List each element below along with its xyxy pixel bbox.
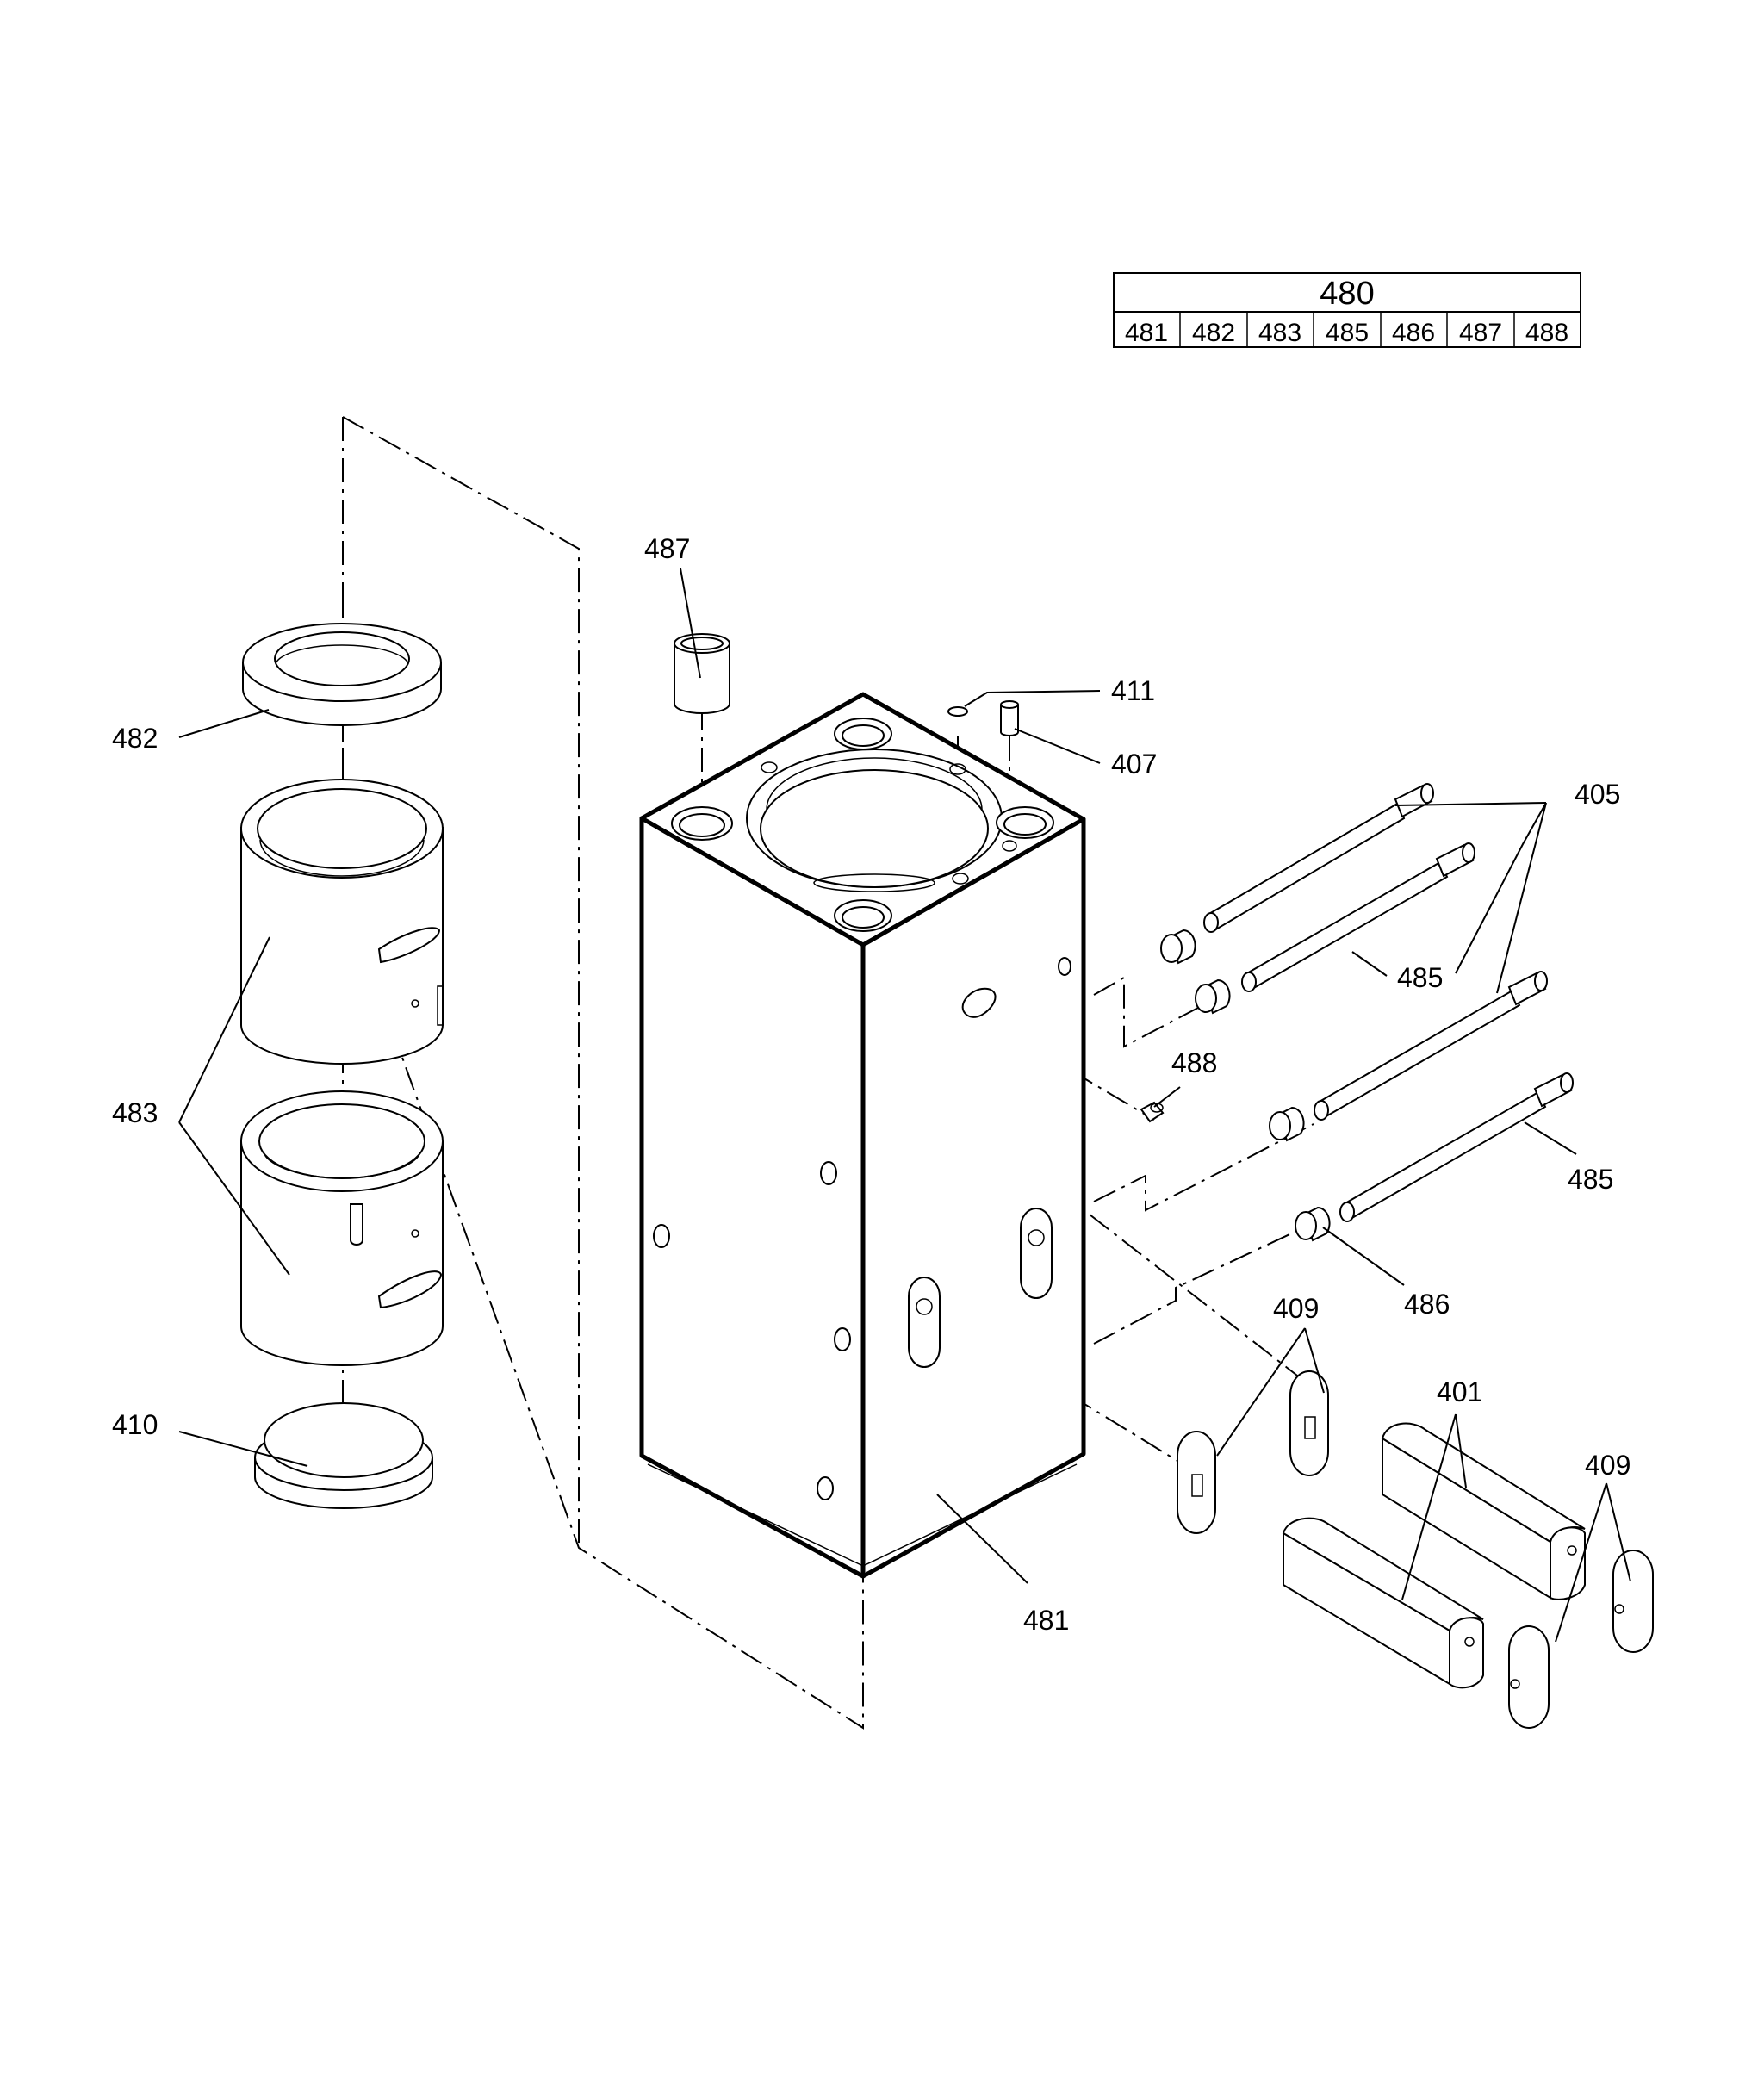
kit-assembly-number: 480 [1320, 276, 1374, 312]
pin-407 [1000, 700, 1019, 736]
guide-block-401-rear [1381, 1422, 1586, 1600]
seal-ring-482 [242, 623, 442, 726]
sleeve-upper-483 [240, 779, 444, 1065]
callout-485-upper: 485 [1397, 962, 1443, 993]
bottom-cap-410 [254, 1402, 433, 1509]
cylinder-body-481 [639, 692, 1086, 1579]
callout-487: 487 [644, 533, 690, 564]
leader-lines [178, 568, 1631, 1643]
callout-409-upper: 409 [1273, 1293, 1319, 1324]
bushing-486-lower [1295, 1206, 1331, 1242]
nipple-488 [1140, 1101, 1165, 1123]
oring-411 [947, 706, 968, 717]
key-409-c [1612, 1550, 1654, 1653]
bushing-486-upper [1160, 929, 1196, 965]
callout-401: 401 [1437, 1376, 1482, 1407]
tie-rod-405-upper [1203, 783, 1434, 933]
callout-486: 486 [1404, 1289, 1450, 1320]
tie-rod-485-upper [1241, 842, 1475, 992]
kit-component-483: 483 [1258, 319, 1301, 347]
kit-component-488: 488 [1525, 319, 1568, 347]
key-409-d [1508, 1625, 1550, 1729]
kit-component-486: 486 [1392, 319, 1435, 347]
callout-labels: 482 483 410 487 411 407 405 485 488 485 … [112, 533, 1630, 1636]
callout-481: 481 [1023, 1605, 1069, 1636]
callout-407: 407 [1111, 749, 1157, 780]
kit-component-482: 482 [1192, 319, 1235, 347]
bushing-486-upper-2 [1195, 978, 1231, 1015]
callout-488: 488 [1171, 1047, 1217, 1078]
callout-405: 405 [1575, 779, 1620, 810]
callout-485-lower: 485 [1568, 1164, 1613, 1195]
tie-rod-485-lower [1339, 1072, 1574, 1222]
key-409-b [1177, 1431, 1216, 1534]
kit-table: 480 481 482 483 485 486 487 488 [1113, 272, 1581, 348]
callout-409-lower: 409 [1585, 1450, 1630, 1481]
kit-component-481: 481 [1125, 319, 1168, 347]
callout-410: 410 [112, 1409, 158, 1440]
callout-482: 482 [112, 723, 158, 754]
kit-component-487: 487 [1459, 319, 1502, 347]
guide-block-401-front [1282, 1517, 1484, 1689]
sleeve-lower-483 [240, 1090, 444, 1366]
tie-rod-405-lower [1314, 971, 1548, 1121]
kit-component-485: 485 [1326, 319, 1369, 347]
bushing-487 [674, 633, 730, 714]
bushing-486-mid [1269, 1106, 1305, 1142]
callout-483: 483 [112, 1097, 158, 1128]
callout-411: 411 [1111, 675, 1155, 706]
key-409-a [1289, 1370, 1329, 1476]
